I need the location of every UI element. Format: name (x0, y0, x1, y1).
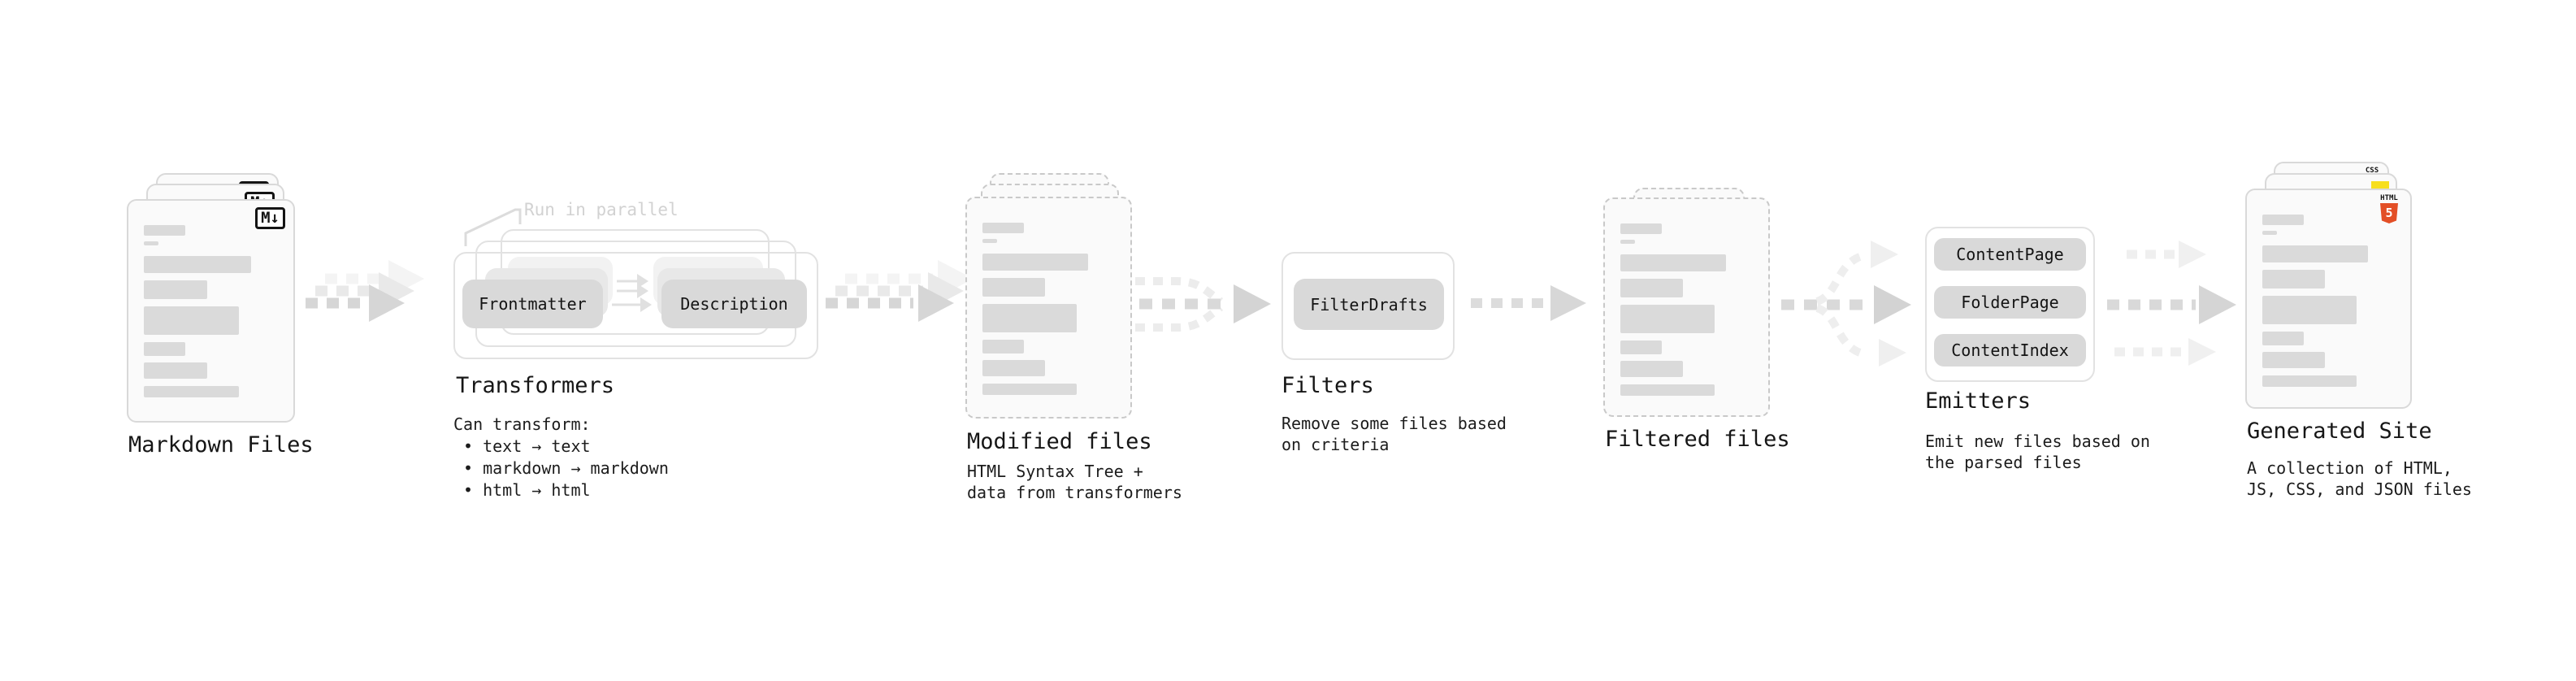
placeholder-bar (2262, 375, 2357, 387)
placeholder-bar (2262, 245, 2369, 262)
html5-logo-shield: 5 (2380, 203, 2398, 223)
placeholder-bar (1620, 279, 1683, 297)
generated-site-doc-front: HTML 5 (2245, 189, 2412, 409)
placeholder-bar (2262, 270, 2325, 288)
placeholder-bar (1620, 240, 1635, 244)
markdown-file-doc-front: M↓ (127, 199, 295, 423)
generated-site-note-line: JS, CSS, and JSON files (2247, 479, 2472, 499)
placeholder-bar (2262, 231, 2277, 235)
placeholder-bar (2262, 296, 2357, 324)
transformer-container-front (453, 252, 818, 359)
placeholder-bar (144, 241, 159, 245)
placeholder-bar (144, 280, 207, 299)
generated-site-heading: Generated Site (2247, 419, 2432, 444)
generated-site-note: A collection of HTML, JS, CSS, and JSON … (2247, 458, 2472, 500)
filtered-file-doc-front (1603, 197, 1770, 417)
placeholder-bar (1620, 361, 1683, 377)
placeholder-bar (2262, 215, 2304, 225)
placeholder-bar (982, 223, 1024, 233)
transformers-note-line: • html → html (463, 480, 591, 500)
placeholder-bar (144, 256, 251, 273)
placeholder-bar (144, 225, 186, 236)
placeholder-bar (1620, 305, 1715, 333)
placeholder-bar (982, 384, 1077, 395)
placeholder-bar (144, 306, 240, 335)
placeholder-bar (1620, 340, 1662, 354)
emitters-note-line: the parsed files (1925, 453, 2082, 472)
html5-logo-icon: HTML 5 (2380, 194, 2398, 223)
placeholder-bar (144, 362, 207, 379)
html5-logo-word: HTML (2380, 194, 2398, 202)
modified-files-heading: Modified files (967, 429, 1152, 454)
markdown-files-heading: Markdown Files (128, 432, 314, 458)
emitters-note: Emit new files based on the parsed files (1925, 431, 2150, 473)
modified-files-note: HTML Syntax Tree + data from transformer… (967, 461, 1182, 503)
placeholder-bar (982, 254, 1089, 271)
generated-site-note-line: A collection of HTML, (2247, 458, 2452, 478)
placeholder-bar (1620, 384, 1715, 396)
placeholder-bar (982, 278, 1045, 297)
modified-files-note-line: data from transformers (967, 483, 1182, 502)
placeholder-bar (1620, 223, 1662, 234)
filters-note-line: on criteria (1281, 435, 1390, 454)
transformers-node: Run in parallel Frontmatter Description … (453, 200, 835, 512)
transformers-heading: Transformers (456, 373, 615, 398)
markdown-badge-icon: M↓ (255, 207, 285, 229)
placeholder-bar (982, 360, 1045, 376)
emitters-node: ContentPage FolderPage ContentIndex Emit… (1925, 227, 2169, 487)
filtered-files-node: Filtered files (1603, 188, 1831, 464)
placeholder-bar (144, 342, 186, 356)
document-placeholder-text (144, 225, 278, 397)
placeholder-bar (982, 304, 1077, 332)
filters-note-line: Remove some files based (1281, 414, 1507, 433)
document-placeholder-text (2262, 215, 2395, 387)
generated-site-node: CSS HTML 5 Generated Site A collection o… (2245, 162, 2489, 511)
placeholder-bar (2262, 352, 2325, 368)
transformers-note-line: Can transform: (453, 414, 591, 434)
placeholder-bar (1620, 254, 1727, 271)
filtered-files-heading: Filtered files (1605, 427, 1790, 452)
document-placeholder-text (982, 223, 1115, 395)
modified-files-note-line: HTML Syntax Tree + (967, 462, 1143, 481)
description-transformer-box: Description (661, 280, 807, 328)
filterdrafts-box: FilterDrafts (1294, 279, 1444, 330)
folderpage-emitter-box: FolderPage (1934, 286, 2086, 319)
placeholder-bar (144, 386, 240, 397)
placeholder-bar (982, 340, 1024, 354)
filters-note: Remove some files based on criteria (1281, 413, 1507, 455)
emitters-note-line: Emit new files based on (1925, 432, 2150, 451)
document-placeholder-text (1620, 223, 1753, 396)
markdown-files-node: M↓ M↓ M↓ Markdown Files (127, 162, 338, 487)
contentpage-emitter-box: ContentPage (1934, 238, 2086, 271)
html5-logo-number: 5 (2385, 206, 2393, 220)
transformers-note: Can transform: • text → text • markdown … (453, 414, 669, 501)
transformers-note-line: • markdown → markdown (463, 458, 669, 478)
placeholder-bar (2262, 332, 2304, 345)
filters-node: FilterDrafts Filters Remove some files b… (1281, 252, 1525, 479)
emitters-heading: Emitters (1925, 388, 2032, 414)
modified-file-doc-front (965, 197, 1132, 419)
contentindex-emitter-box: ContentIndex (1934, 334, 2086, 367)
css-badge-label: CSS (2365, 167, 2379, 175)
placeholder-bar (982, 239, 997, 243)
run-in-parallel-annotation: Run in parallel (524, 200, 679, 219)
filters-heading: Filters (1281, 373, 1374, 398)
modified-files-node: Modified files HTML Syntax Tree + data f… (965, 162, 1209, 511)
transformers-note-line: • text → text (463, 436, 591, 456)
js-file-badge-icon (2371, 181, 2389, 190)
frontmatter-transformer-box: Frontmatter (462, 280, 603, 328)
